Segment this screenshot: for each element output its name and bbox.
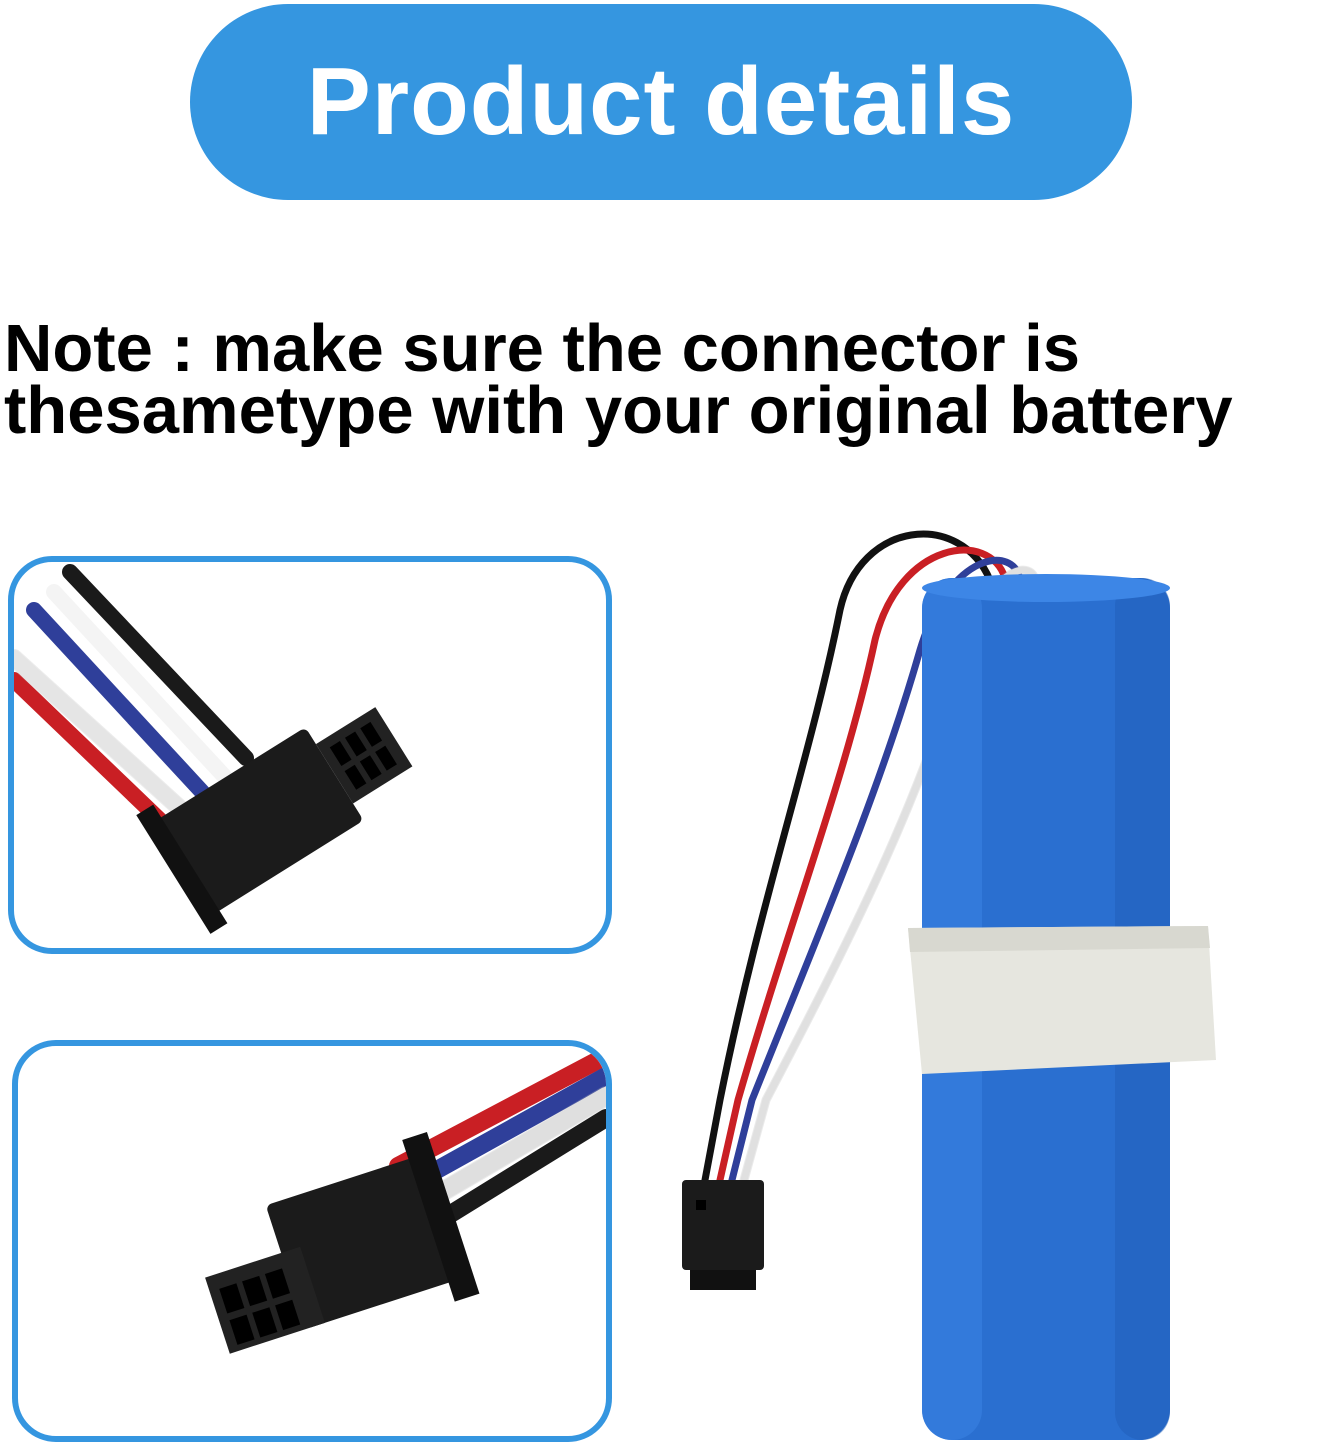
connector-bottom-illustration <box>205 1047 606 1354</box>
connector-closeup-bottom <box>12 1040 612 1442</box>
battery-illustration <box>682 530 1216 1440</box>
note-line-1: Note : make sure the connector is <box>4 311 1081 386</box>
connector-plug <box>682 1180 764 1270</box>
connector-closeup-top <box>8 556 612 954</box>
note-text: Note : make sure the connector is thesam… <box>4 311 1322 448</box>
page-title: Product details <box>306 48 1016 155</box>
tape-band <box>908 926 1216 1074</box>
note-line-2: thesametype with your original battery <box>4 373 1233 448</box>
battery-pack-image <box>660 500 1240 1440</box>
title-banner: Product details <box>190 4 1132 200</box>
connector-top-illustration <box>14 564 413 934</box>
